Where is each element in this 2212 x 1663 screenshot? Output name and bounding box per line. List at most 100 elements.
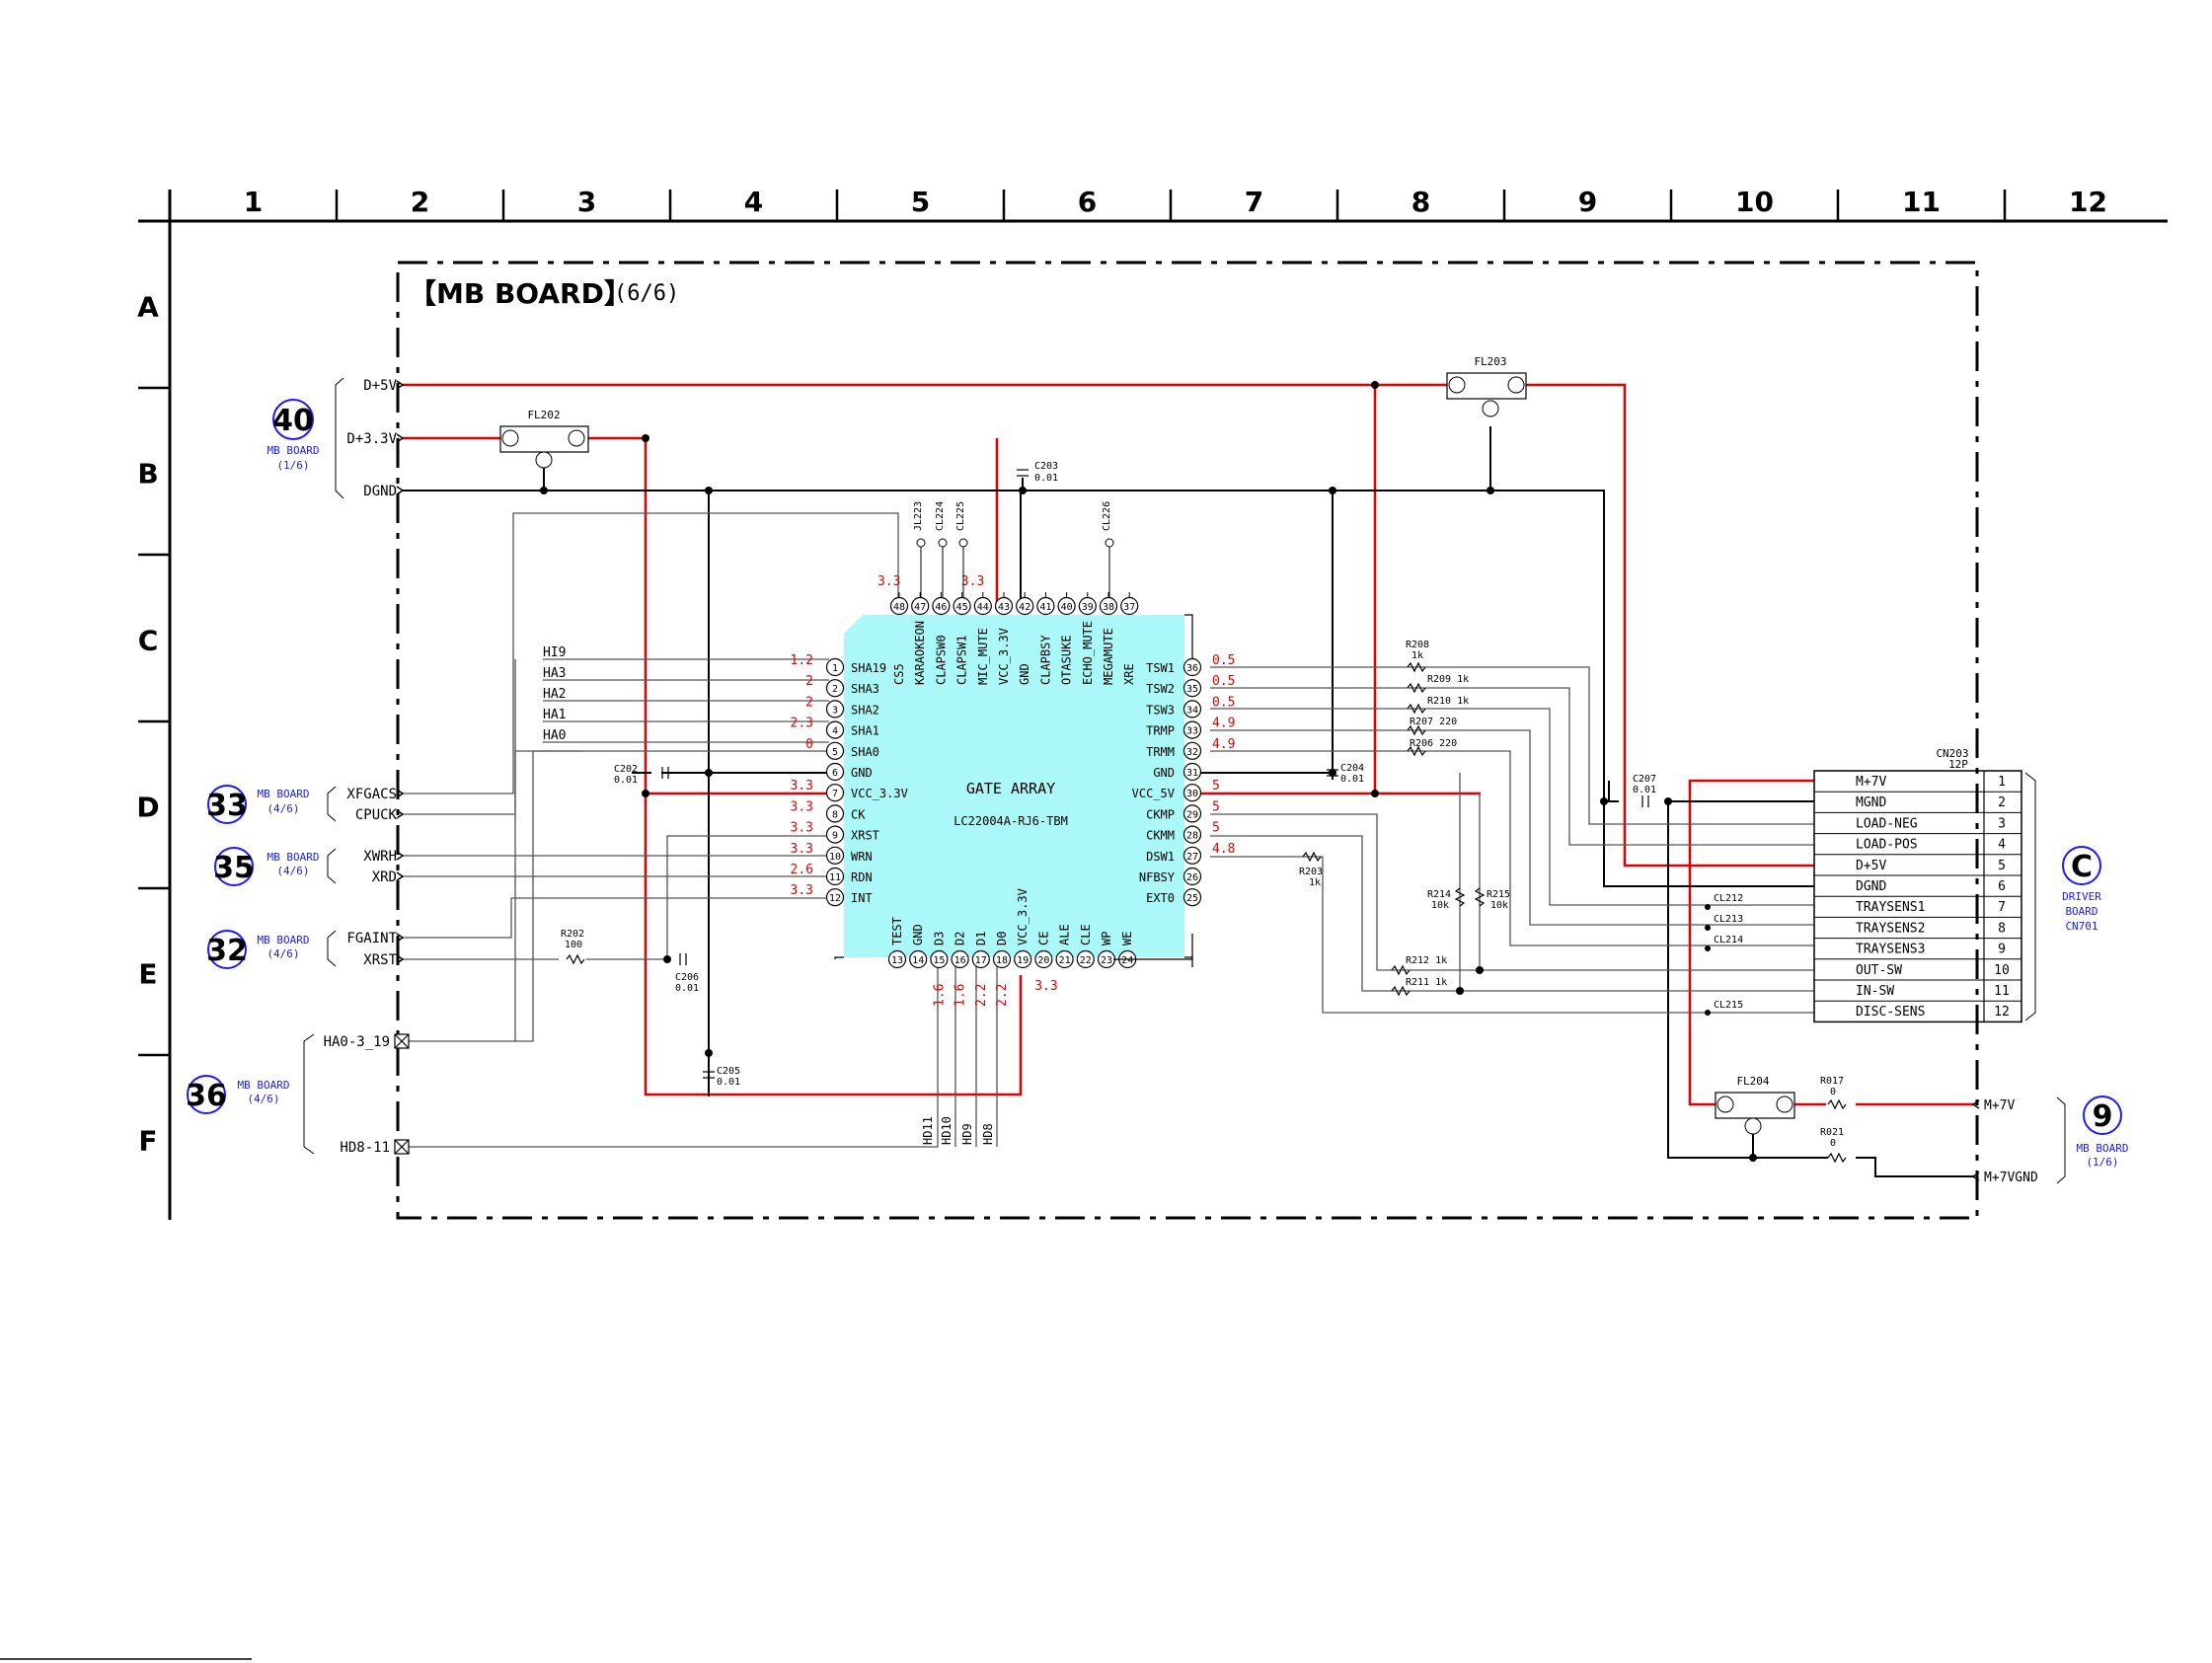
signal-m7vgnd: M+7VGND — [1984, 1171, 2038, 1185]
pin-name: ALE — [1058, 924, 1072, 945]
svg-text:R206 220: R206 220 — [1410, 738, 1457, 749]
bus-ha3: HA3 — [543, 666, 566, 681]
pin-number: 32 — [1186, 747, 1198, 758]
pin-number: 33 — [1186, 726, 1198, 737]
svg-text:9: 9 — [2093, 1099, 2113, 1134]
pin-number: 23 — [1101, 955, 1112, 966]
grid-col-label: 9 — [1578, 186, 1597, 218]
cn203-pin-number: 3 — [1998, 816, 2006, 831]
svg-text:R210 1k: R210 1k — [1427, 696, 1469, 707]
filter-fl202: FL202 — [499, 409, 589, 469]
ic-pin — [1182, 679, 1202, 698]
pin-name: GND — [1153, 766, 1175, 780]
grid-col-label: 2 — [411, 186, 429, 218]
pin-number: 47 — [914, 602, 926, 613]
pin-voltage: 0.5 — [1212, 653, 1235, 668]
pin-number: 38 — [1103, 602, 1114, 613]
pin-number: 11 — [829, 872, 841, 883]
cn203-pin-number: 12 — [1994, 1005, 2010, 1020]
pin-number: 6 — [832, 768, 838, 779]
bus-hd9: HD9 — [960, 1123, 974, 1145]
pin-voltage: 2.2 — [995, 984, 1010, 1007]
pin-name: GND — [1018, 663, 1031, 685]
signal-m7v: M+7V — [1984, 1098, 2015, 1113]
cn203-pin-name: LOAD-NEG — [1856, 816, 1918, 831]
pin-voltage: 0 — [805, 737, 813, 752]
pin-name: VCC_3.3V — [997, 628, 1011, 685]
ic-pin — [1182, 825, 1202, 844]
pin-voltage: 3.3 — [877, 574, 900, 589]
pin-voltage: 1.2 — [791, 653, 813, 668]
ic-pin — [1182, 867, 1202, 886]
pin-name: DSW1 — [1146, 850, 1175, 864]
pin-number: 41 — [1039, 602, 1051, 613]
pin-name: RDN — [851, 870, 873, 884]
svg-text:CL224: CL224 — [935, 501, 946, 531]
pin-name: CS5 — [892, 663, 906, 685]
pin-name: CKMP — [1146, 807, 1175, 821]
svg-text:C207: C207 — [1633, 774, 1656, 785]
pin-voltage: 3.3 — [1034, 979, 1057, 994]
signal-d5v: D+5V — [363, 378, 397, 394]
pin-voltage: 4.9 — [1212, 737, 1235, 752]
pin-name: CLAPBSY — [1038, 635, 1052, 685]
bus-hd10: HD10 — [940, 1116, 953, 1145]
connector-arrows — [396, 380, 1980, 1181]
svg-text:10k: 10k — [1490, 900, 1508, 911]
signal-fgaint: FGAINT — [346, 931, 397, 946]
ic-pin — [930, 949, 949, 969]
signal-wires — [403, 426, 1973, 1177]
pin-name: D1 — [974, 932, 988, 945]
svg-text:32: 32 — [206, 934, 248, 968]
pin-voltage: 5 — [1212, 821, 1220, 836]
bus-hi9: HI9 — [543, 645, 566, 660]
ic-pin — [951, 949, 969, 969]
pin-number: 27 — [1186, 852, 1198, 863]
pin-number: 37 — [1123, 602, 1135, 613]
svg-text:R212 1k: R212 1k — [1406, 955, 1447, 966]
board-ref-9: 9 MB BOARD (1/6) — [2077, 1096, 2128, 1169]
pin-name: D3 — [932, 932, 946, 945]
ic-pin — [1182, 762, 1202, 782]
pin-voltage: 1.6 — [953, 984, 968, 1007]
pin-name: D0 — [995, 932, 1009, 945]
svg-text:0: 0 — [1830, 1138, 1836, 1149]
svg-text:(1/6): (1/6) — [2086, 1156, 2118, 1169]
ic-pin — [825, 867, 845, 886]
pin-name: TRMP — [1146, 724, 1175, 738]
svg-text:R211 1k: R211 1k — [1406, 977, 1447, 988]
bus-ha0: HA0 — [543, 728, 566, 743]
pin-name: CLAPSW1 — [955, 635, 969, 685]
pin-voltage: 4.8 — [1212, 842, 1235, 857]
cn203-pin-name: M+7V — [1856, 775, 1886, 790]
pin-voltage: 5 — [1212, 799, 1220, 814]
pin-number: 35 — [1186, 684, 1198, 695]
pin-number: 8 — [832, 809, 838, 820]
pin-voltage: 3.3 — [791, 842, 813, 857]
pin-number: 19 — [1017, 955, 1029, 966]
pin-name: CLAPSW0 — [934, 635, 948, 685]
ic-pin — [825, 846, 845, 865]
pin-number: 9 — [832, 831, 838, 842]
pin-name: VCC_3.3V — [851, 787, 908, 800]
ic-pin — [1182, 741, 1202, 760]
filter-fl204: FL204 — [1715, 1075, 1795, 1135]
svg-text:FL203: FL203 — [1474, 355, 1506, 368]
pin-number: 34 — [1186, 705, 1198, 716]
cn203-pin-number: 8 — [1998, 921, 2006, 936]
left-signal-labels: D+5V D+3.3V DGND XFGACS CPUCK XWRH XRD F… — [324, 378, 398, 1156]
pin-number: 10 — [829, 852, 841, 863]
pin-name: ECHO_MUTE — [1081, 621, 1095, 685]
svg-text:R017: R017 — [1820, 1076, 1844, 1087]
bus-ha1: HA1 — [543, 708, 566, 722]
ic-pin — [825, 804, 845, 823]
svg-text:35: 35 — [213, 851, 255, 885]
pin-voltage: 3.3 — [791, 799, 813, 814]
signal-xrst: XRST — [363, 952, 397, 968]
svg-text:CL214: CL214 — [1714, 935, 1743, 945]
pin-number: 45 — [956, 602, 968, 613]
grid-col-label: 8 — [1411, 186, 1430, 218]
pin-number: 26 — [1186, 872, 1198, 883]
ic-pin — [825, 741, 845, 760]
